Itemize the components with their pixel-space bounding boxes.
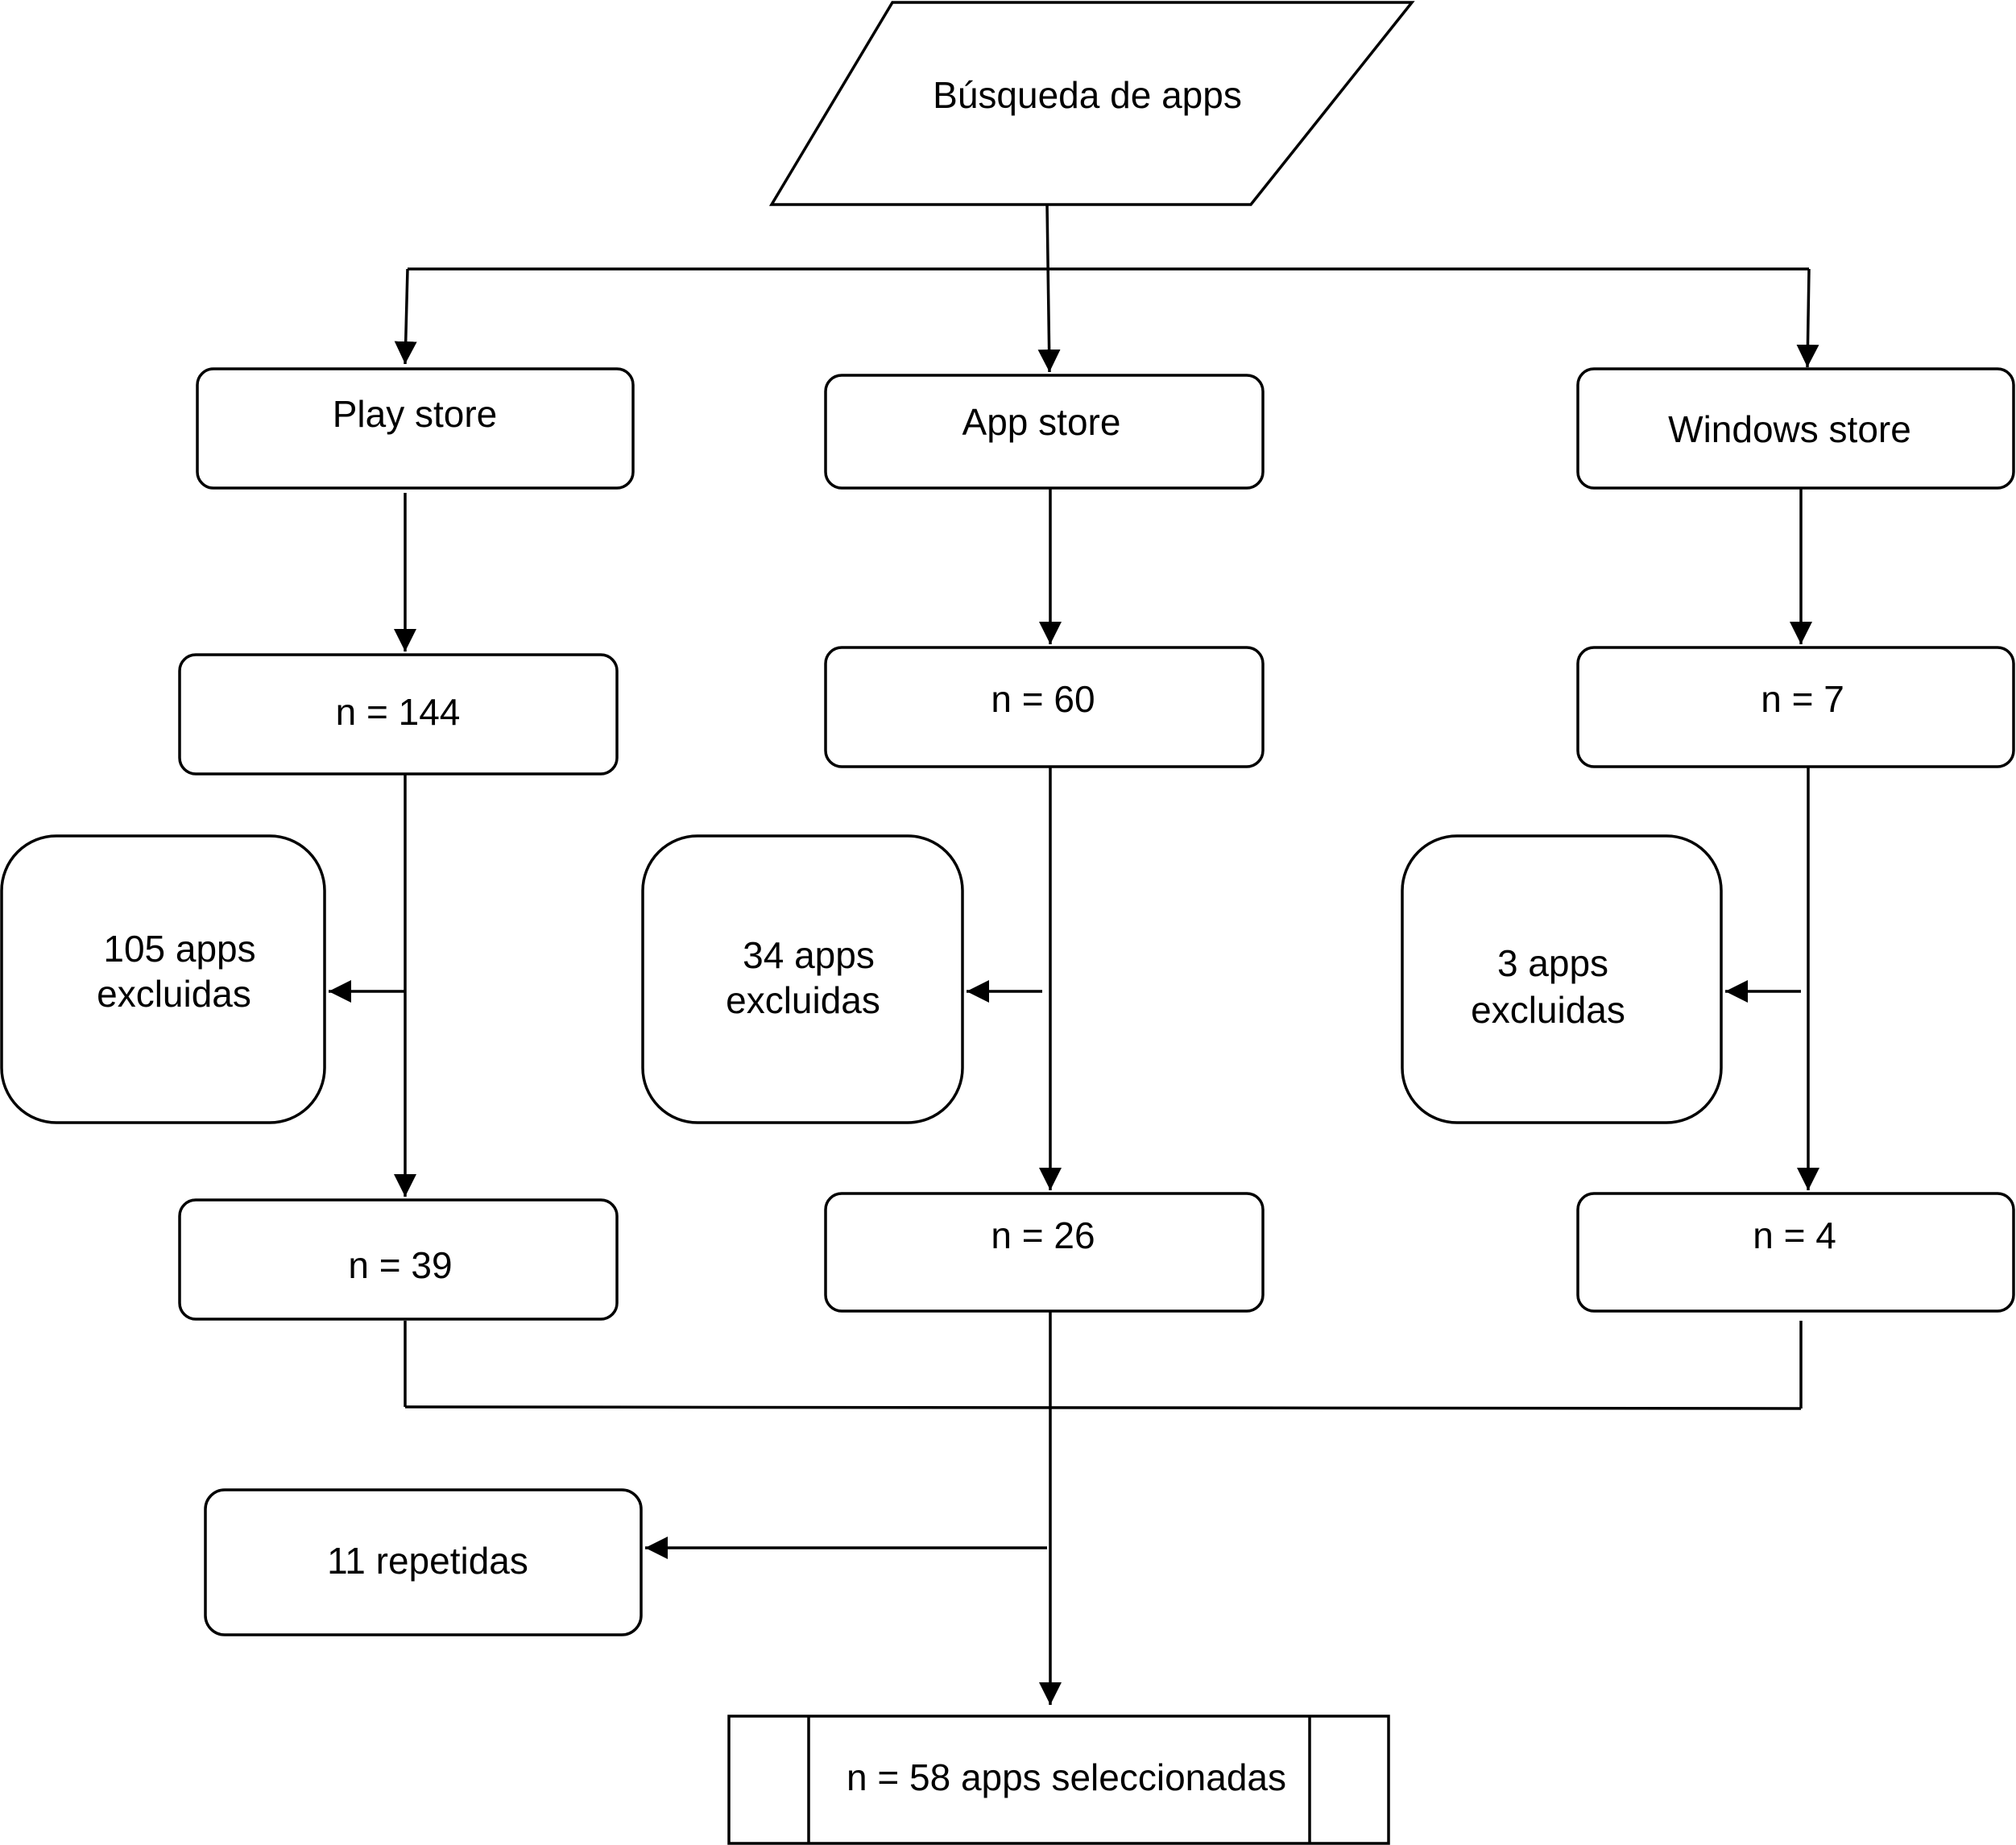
windows-excluded-line1: 3 apps — [1497, 942, 1608, 984]
search-connectors — [394, 204, 1819, 373]
play-store-label: Play store — [333, 393, 498, 435]
duplicates-node — [204, 1488, 643, 1636]
app-excluded-line1: 34 apps — [743, 934, 875, 976]
app-included-node — [824, 1192, 1265, 1313]
windows-included-label: n = 4 — [1753, 1214, 1836, 1256]
windows-included-node — [1576, 1192, 2015, 1313]
play-included-node — [178, 1198, 619, 1321]
windows-store-label: Windows store — [1668, 408, 1911, 450]
arrow-to-play-store — [394, 268, 417, 365]
play-found-label: n = 144 — [336, 691, 461, 733]
play-store-node — [196, 367, 635, 490]
arrow-to-windows-store — [1796, 268, 1819, 368]
app-excluded-line2: excluidas — [726, 979, 880, 1021]
app-store-label: App store — [962, 401, 1121, 443]
play-included-label: n = 39 — [348, 1244, 452, 1286]
windows-excluded-line2: excluidas — [1471, 989, 1625, 1031]
play-excluded-line1: 105 apps — [103, 928, 255, 970]
windows-found-label: n = 7 — [1761, 678, 1844, 720]
app-found-label: n = 60 — [991, 678, 1095, 720]
duplicates-label: 11 repetidas — [327, 1540, 528, 1582]
app-included-label: n = 26 — [991, 1214, 1095, 1256]
windows-found-node — [1576, 646, 2015, 768]
app-store-node — [824, 374, 1265, 490]
play-excluded-line2: excluidas — [97, 973, 251, 1015]
app-excluded-node — [641, 834, 964, 1124]
result-node — [727, 1715, 1390, 1845]
search-input-node — [768, 1, 1415, 206]
play-found-node — [178, 653, 619, 776]
result-label: n = 58 apps seleccionadas — [847, 1756, 1286, 1798]
app-found-node — [824, 646, 1265, 768]
play-excluded-node — [0, 834, 326, 1124]
search-trunk — [1037, 204, 1061, 373]
windows-excluded-node — [1401, 834, 1723, 1124]
merge-bar — [404, 1405, 1802, 1410]
windows-store-node — [1576, 367, 2015, 490]
search-label: Búsqueda de apps — [933, 74, 1242, 116]
merge-connectors — [404, 1311, 1803, 1705]
